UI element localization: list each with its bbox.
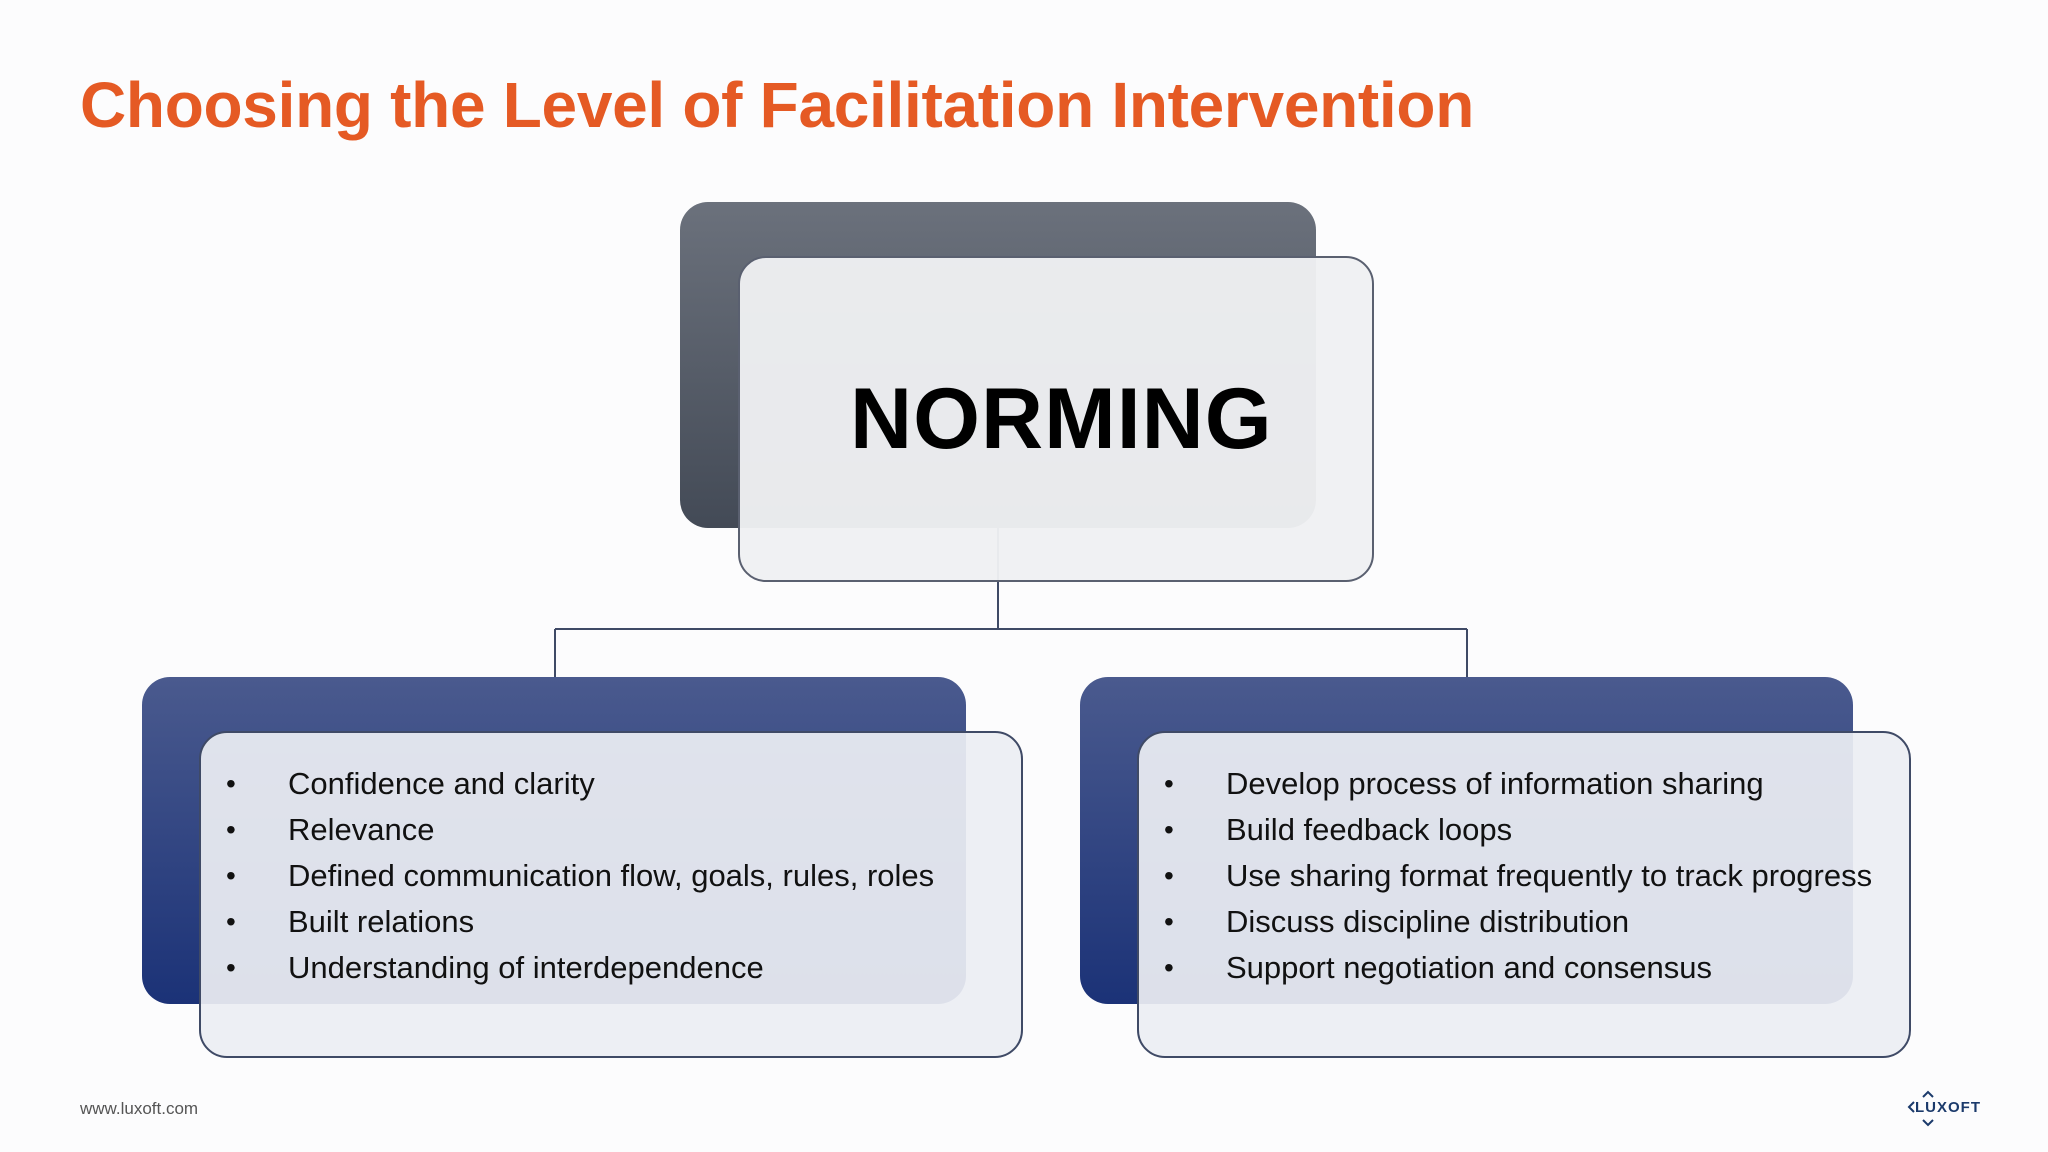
bullet-icon: • [226,860,236,891]
bullet-icon: • [1164,860,1174,891]
bullet-icon: • [226,814,236,845]
slide-title: Choosing the Level of Facilitation Inter… [80,69,1474,141]
root-node-label: NORMING [850,371,1273,467]
list-item: •Support negotiation and consensus [1159,945,1872,991]
luxoft-logo: LUXOFT [1905,1085,1991,1131]
list-item: •Build feedback loops [1159,807,1872,853]
footer-url[interactable]: www.luxoft.com [80,1099,199,1118]
list-item: •Develop process of information sharing [1159,761,1872,807]
logo-chevrons-icon [1907,1090,1934,1127]
bullet-icon: • [1164,952,1174,983]
root-node: NORMING [738,256,1374,582]
list-item: •Discuss discipline distribution [1159,899,1872,945]
list-item: •Confidence and clarity [221,761,934,807]
list-item: •Built relations [221,899,934,945]
right-node: •Develop process of information sharing … [1137,731,1911,1058]
logo-text: LUXOFT [1915,1099,1981,1116]
bullet-icon: • [226,906,236,937]
left-node-list: •Confidence and clarity •Relevance •Defi… [221,761,934,991]
right-node-list: •Develop process of information sharing … [1159,761,1872,991]
left-node: •Confidence and clarity •Relevance •Defi… [199,731,1023,1058]
list-item: •Understanding of interdependence [221,945,934,991]
bullet-icon: • [226,952,236,983]
bullet-icon: • [1164,768,1174,799]
list-item: •Use sharing format frequently to track … [1159,853,1872,899]
list-item: •Relevance [221,807,934,853]
bullet-icon: • [1164,906,1174,937]
bullet-icon: • [1164,814,1174,845]
list-item: •Defined communication flow, goals, rule… [221,853,934,899]
bullet-icon: • [226,768,236,799]
